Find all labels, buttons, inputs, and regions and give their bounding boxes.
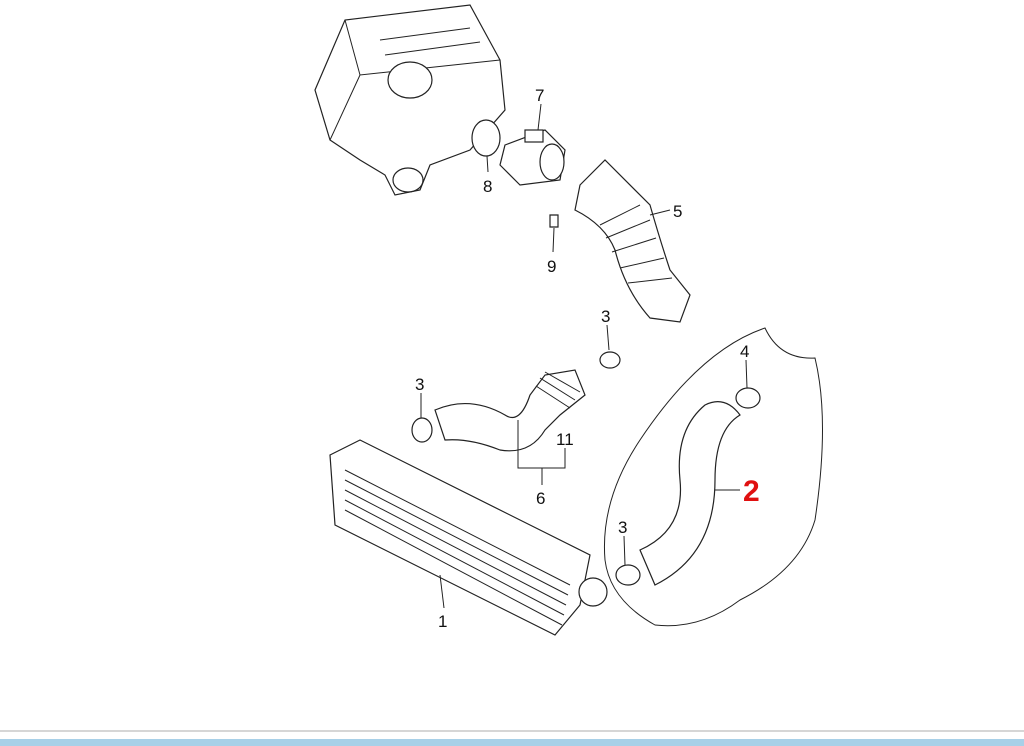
intercooler-hose xyxy=(639,401,741,586)
part-label-2-highlighted: 2 xyxy=(743,475,760,508)
air-filter-housing xyxy=(314,4,506,196)
part-label-3: 3 xyxy=(601,307,610,326)
part-label-9: 9 xyxy=(547,257,556,276)
part-label-6: 6 xyxy=(536,489,545,508)
hose-clamp xyxy=(735,387,761,409)
part-label-11: 11 xyxy=(556,430,574,449)
highlight-outline xyxy=(603,327,823,627)
part-label-5: 5 xyxy=(673,202,682,221)
part-label-1: 1 xyxy=(438,612,447,631)
air-flow-sensor xyxy=(499,129,566,186)
divider xyxy=(0,730,1024,732)
part-label-3: 3 xyxy=(415,375,424,394)
part-label-8: 8 xyxy=(483,177,492,196)
part-label-4: 4 xyxy=(740,342,749,361)
hose-clamp xyxy=(615,564,641,586)
leader-lines xyxy=(420,103,748,609)
hose-clamp xyxy=(411,417,433,443)
hose-clamp xyxy=(599,351,621,369)
intake-hose xyxy=(574,159,691,323)
charge-hose xyxy=(434,369,586,452)
part-label-7: 7 xyxy=(535,86,544,105)
seal-ring xyxy=(471,119,501,157)
bottom-bar xyxy=(0,739,1024,746)
part-label-3: 3 xyxy=(618,518,627,537)
intercooler xyxy=(329,439,608,636)
bolt xyxy=(549,214,559,228)
